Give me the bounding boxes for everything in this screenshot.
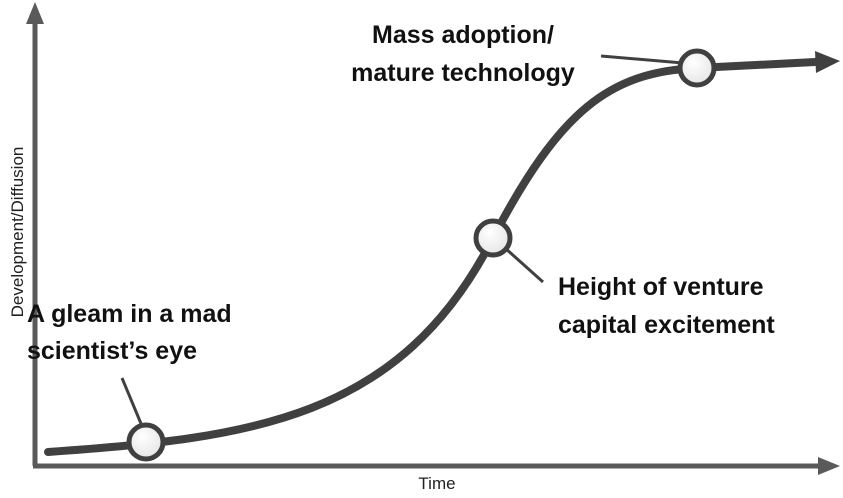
curve-arrowhead	[815, 51, 840, 73]
label-early-1: A gleam in a mad	[27, 300, 232, 328]
leader-line-early	[120, 377, 144, 427]
label-late-2: mature technology	[351, 59, 575, 87]
s-curve	[44, 58, 819, 456]
x-axis	[33, 457, 840, 475]
y-axis-label: Development/Diffusion	[8, 147, 27, 318]
label-middle-1: Height of venture	[558, 273, 764, 301]
x-axis-label: Time	[418, 474, 455, 493]
label-middle-2: capital excitement	[558, 311, 775, 339]
marker-middle	[473, 218, 513, 258]
marker-late	[677, 48, 717, 88]
marker-early	[126, 422, 166, 462]
y-axis	[26, 2, 44, 466]
leader-line-late	[600, 54, 684, 65]
label-late-1: Mass adoption/	[372, 21, 554, 49]
leader-line-middle	[503, 246, 545, 284]
label-early-2: scientist’s eye	[27, 337, 197, 365]
